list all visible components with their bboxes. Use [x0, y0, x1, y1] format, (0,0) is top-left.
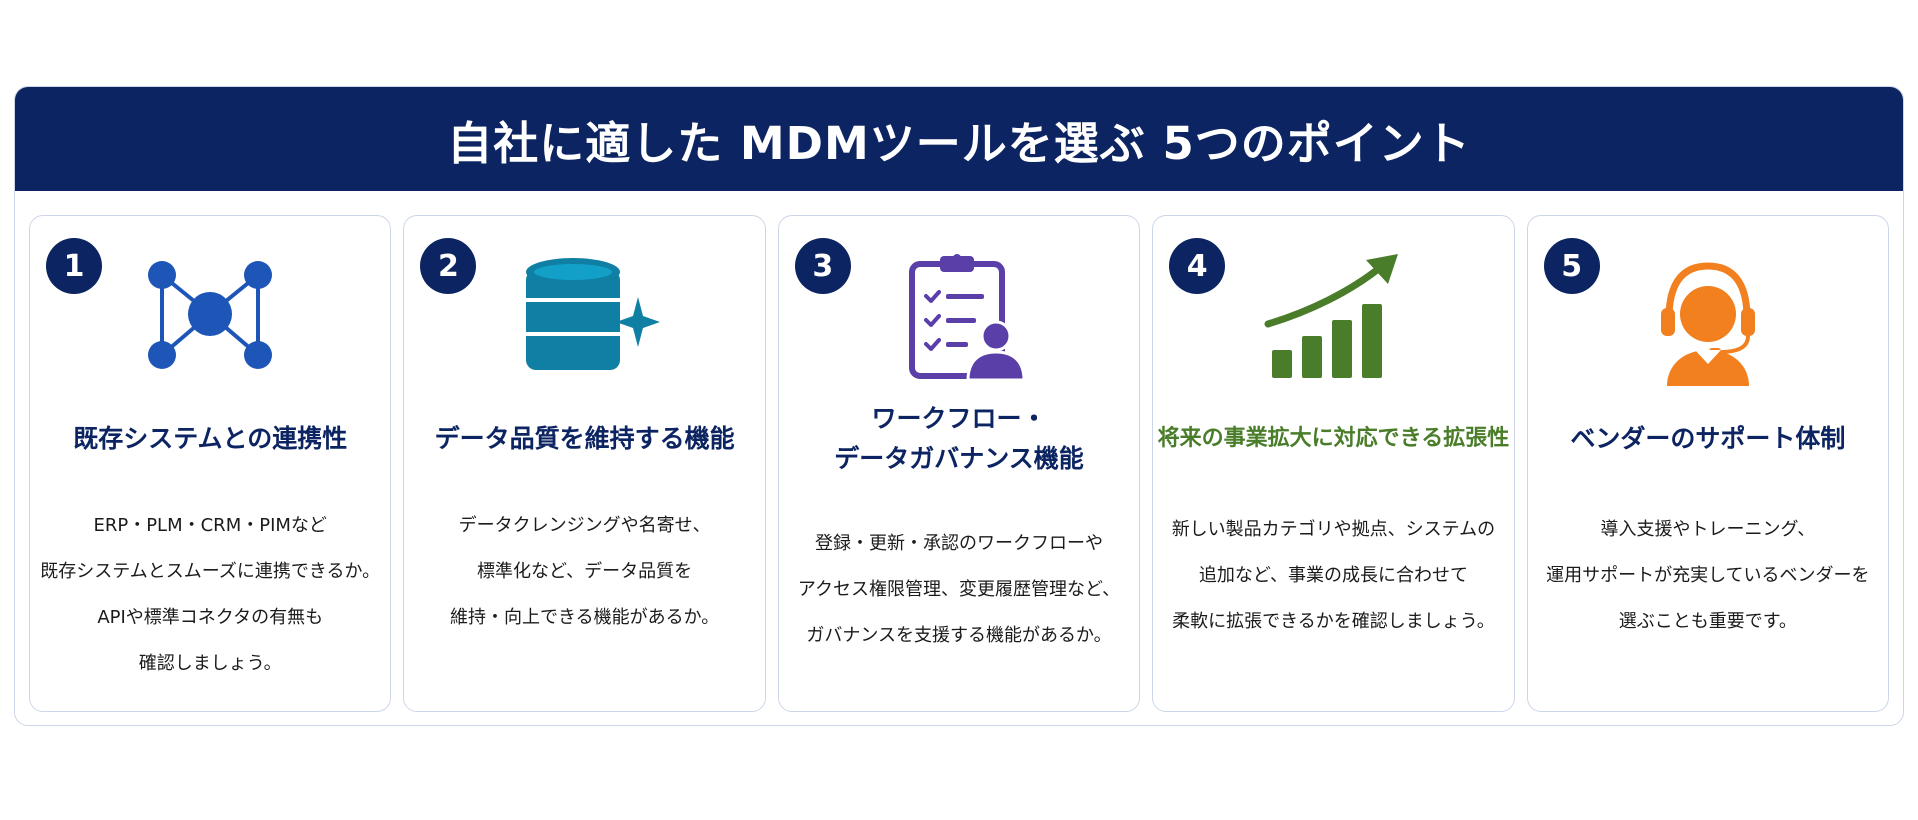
network-nodes-icon — [135, 252, 285, 388]
point-number-badge: 1 — [46, 238, 102, 294]
point-description: 導入支援やトレーニング、 運用サポートが充実しているベンダーを 選ぶことも重要で… — [1546, 519, 1870, 632]
points-panel: 自社に適した MDMツールを選ぶ 5つのポイント 1 — [14, 86, 1904, 726]
point-description: 新しい製品カテゴリや拠点、システムの 追加など、事業の成長に合わせて 柔軟に拡張… — [1171, 519, 1496, 632]
point-cards: 1 — [29, 215, 1890, 712]
point-title: 既存システムとの連携性 — [73, 424, 348, 453]
page-title: 自社に適した MDMツールを選ぶ 5つのポイント — [447, 116, 1471, 170]
database-sparkle-icon — [510, 252, 660, 388]
point-description: 登録・更新・承認のワークフローや アクセス権限管理、変更履歴管理など、 ガバナン… — [797, 533, 1121, 646]
headset-support-icon — [1633, 252, 1783, 388]
point-description: データクレンジングや名寄せ、 標準化など、データ品質を 維持・向上できる機能があ… — [449, 515, 720, 628]
point-card-4: 4 将来の事業拡大に対応できる拡張性 新しい製品カテゴリや拠点、システ — [1152, 215, 1515, 712]
growth-bar-chart-icon — [1258, 252, 1408, 388]
point-title: ワークフロー・ データガバナンス機能 — [834, 404, 1084, 473]
point-number-badge: 3 — [794, 238, 851, 294]
point-card-1: 1 — [29, 215, 392, 712]
point-number-badge: 2 — [420, 238, 477, 294]
point-title: ベンダーのサポート体制 — [1570, 424, 1846, 453]
point-card-3: 3 — [777, 215, 1141, 712]
header-banner: 自社に適した MDMツールを選ぶ 5つのポイント — [15, 87, 1903, 191]
point-card-5: 5 ベンダーのサポート体制 導入支援やトレーニング、 — [1526, 215, 1890, 712]
point-number-badge: 4 — [1169, 238, 1226, 294]
point-title: データ品質を維持する機能 — [434, 424, 735, 453]
point-description: ERP・PLM・CRM・PIMなど 既存システムとスムーズに連携できるか。 AP… — [40, 515, 381, 674]
clipboard-checklist-user-icon — [884, 252, 1034, 388]
point-title: 将来の事業拡大に対応できる拡張性 — [1157, 426, 1510, 451]
point-number-badge: 5 — [1543, 238, 1600, 294]
point-card-2: 2 データ品質を維持する機能 — [403, 215, 766, 712]
